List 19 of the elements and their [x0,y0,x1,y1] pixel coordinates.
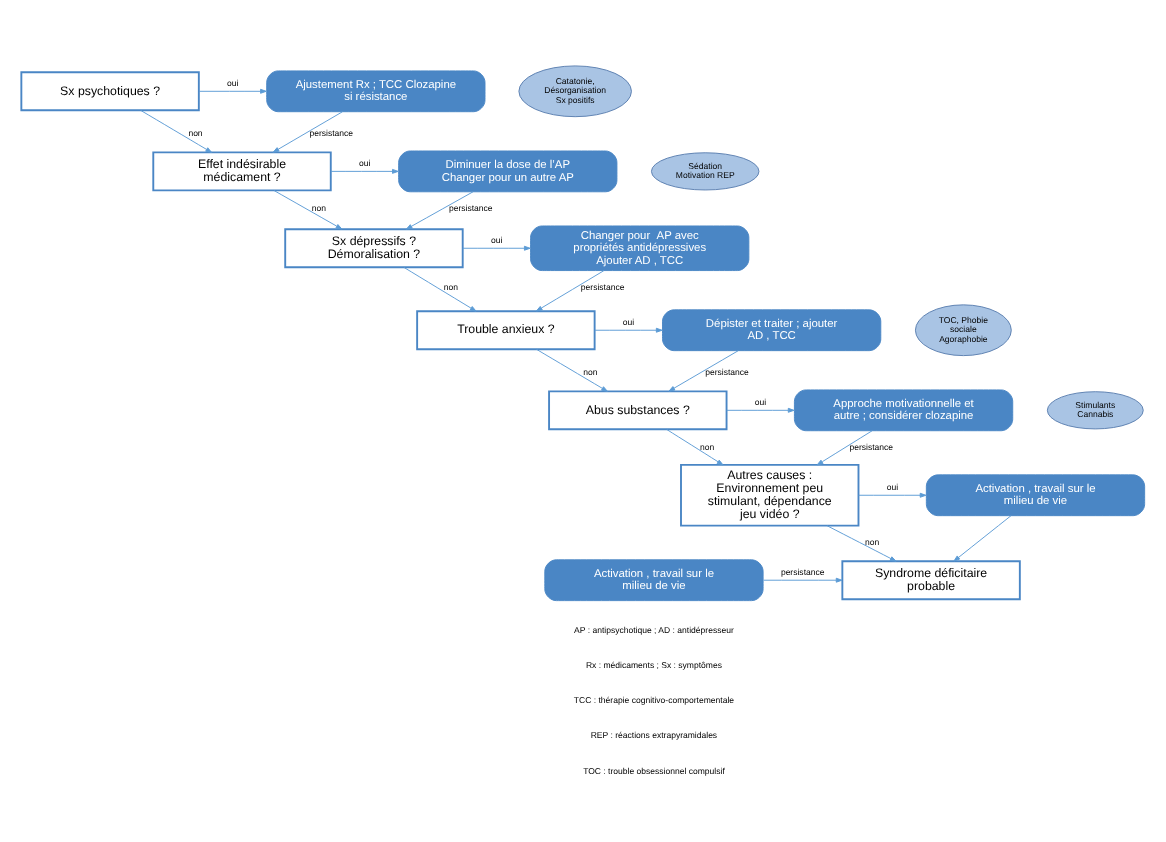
arrow [273,190,343,230]
arrow [953,515,1012,562]
arrow [858,492,927,498]
arrow [140,109,213,153]
arrow [536,348,608,392]
arrow [668,350,739,392]
arrow [462,245,531,251]
arrow [816,430,873,466]
arrow [666,429,724,466]
arrow [763,577,843,583]
arrow [726,407,795,413]
arrow [330,168,399,174]
arrow [535,270,605,312]
arrow [198,88,267,94]
arrow [826,525,897,562]
arrow [272,111,343,153]
arrow [594,327,663,333]
arrow [405,191,474,230]
arrow [403,266,477,312]
